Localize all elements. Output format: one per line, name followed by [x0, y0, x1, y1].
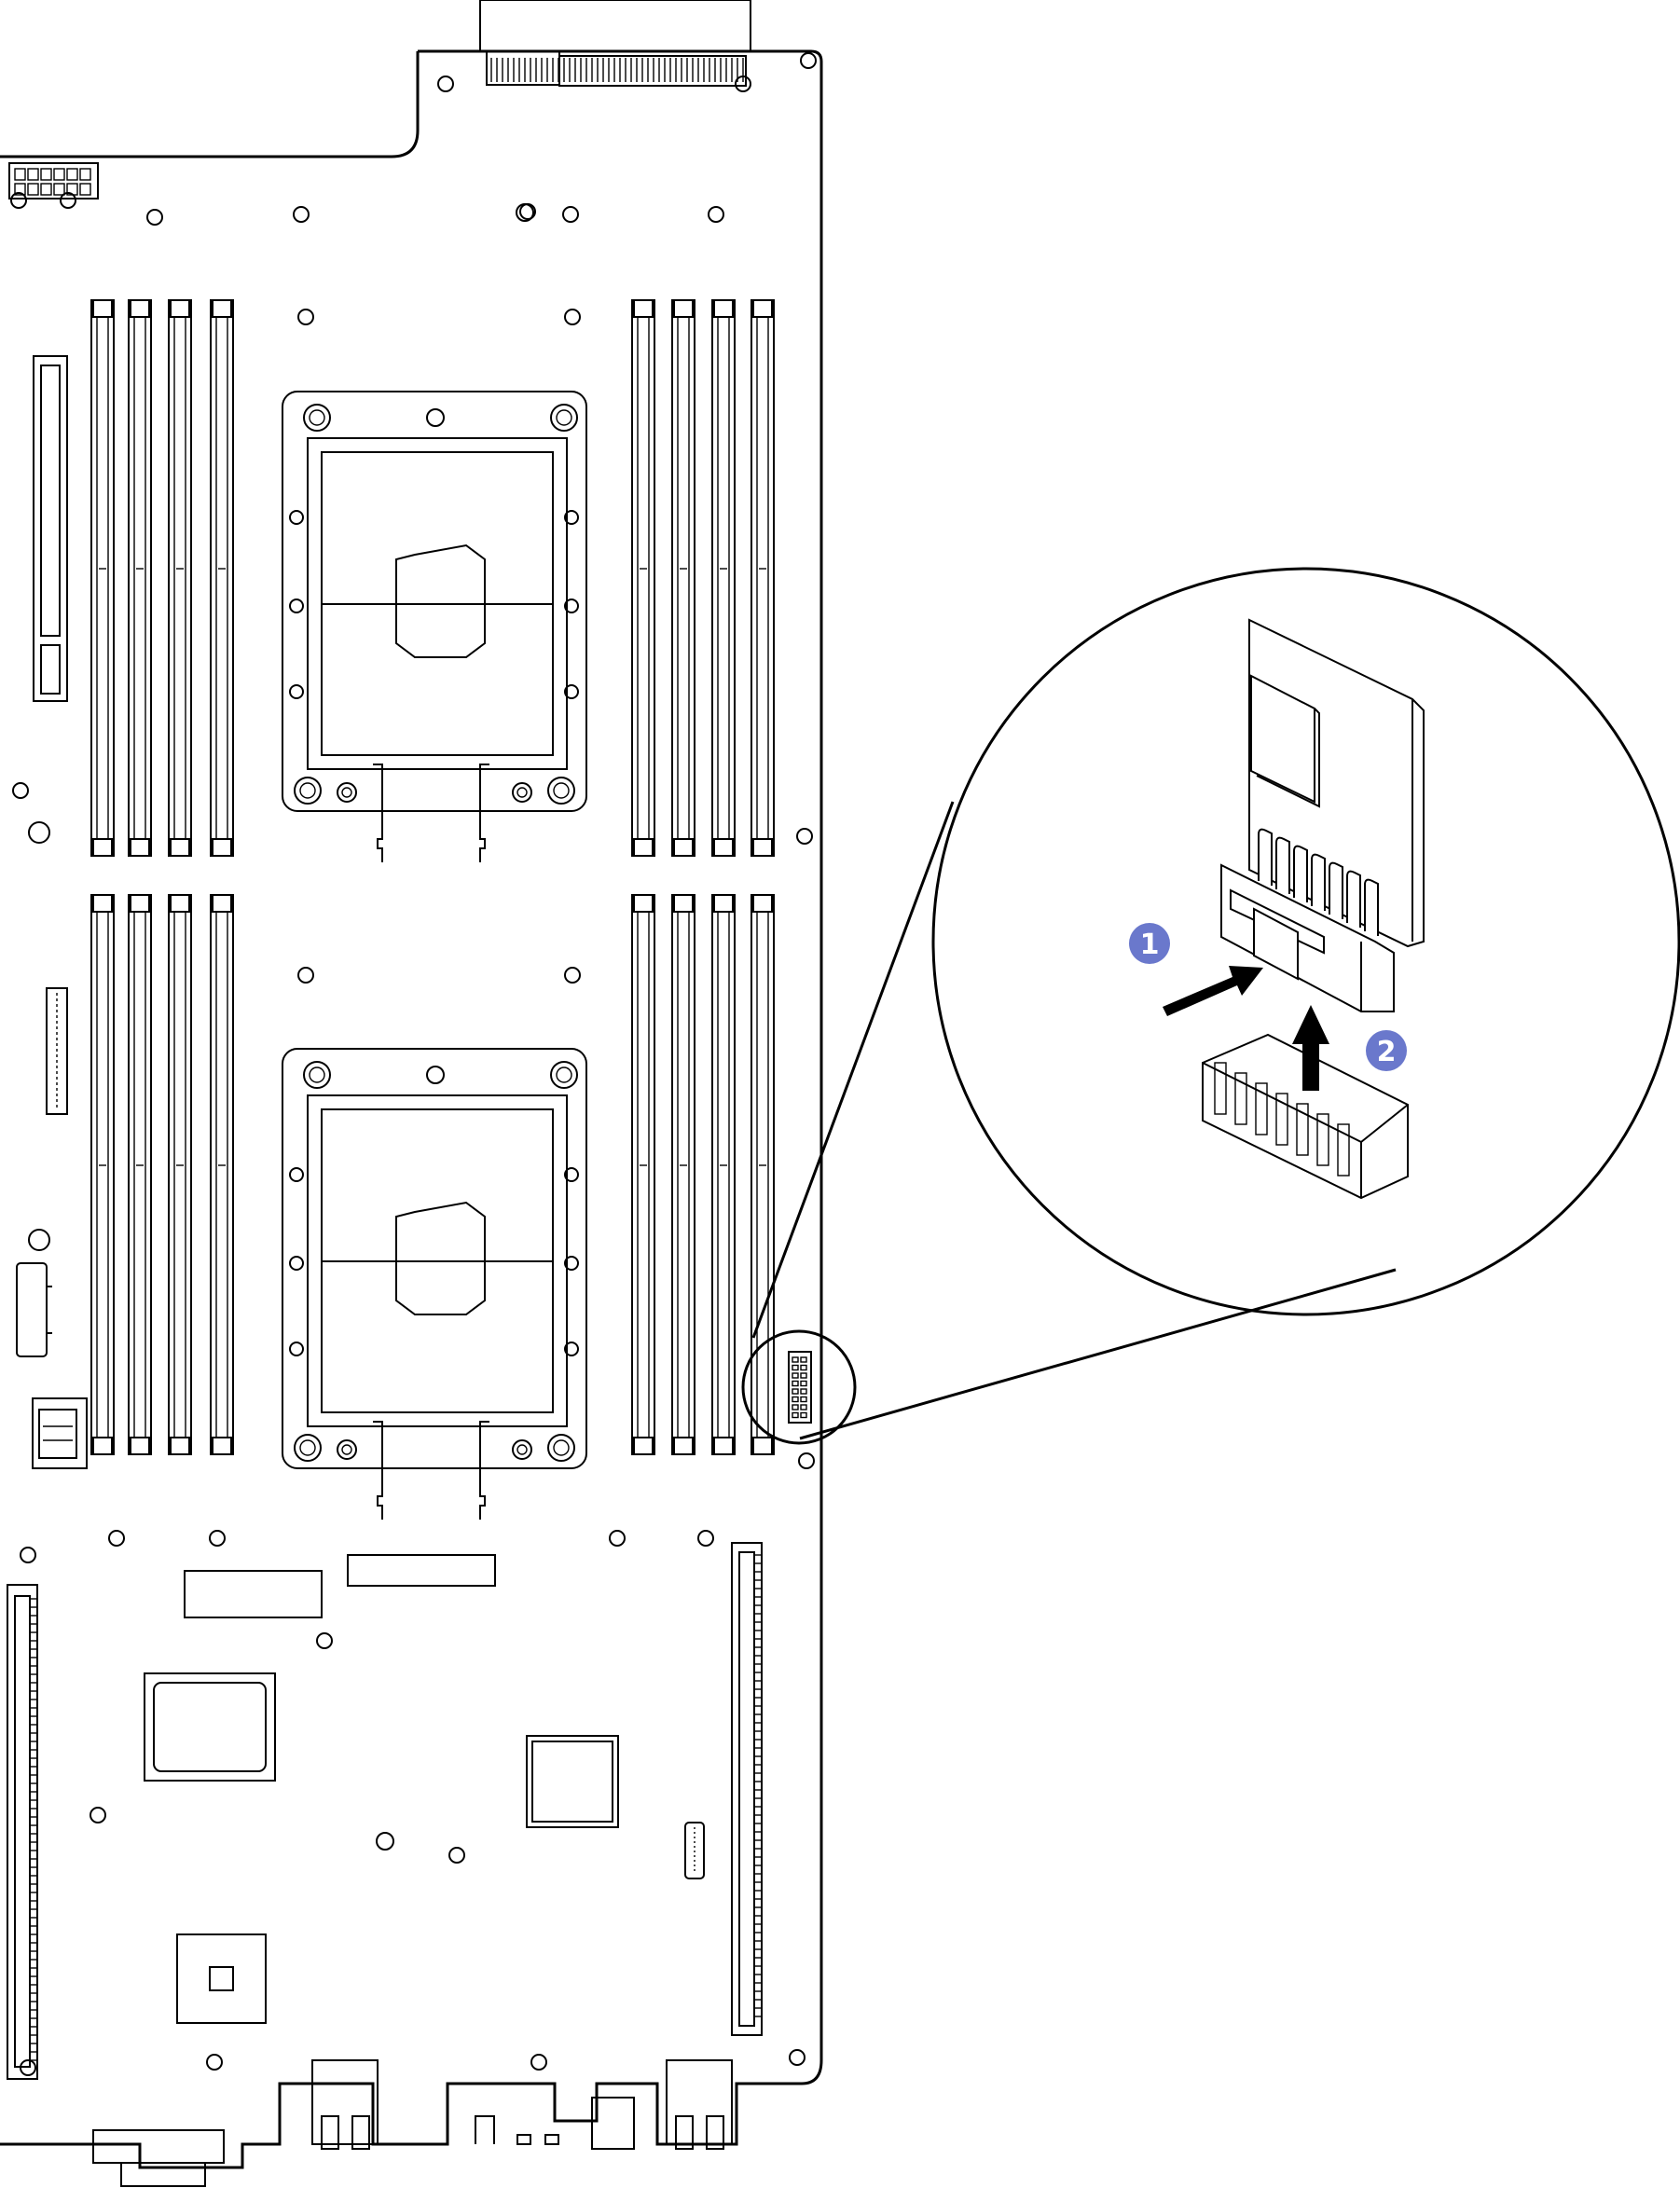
push-arrow — [1163, 966, 1263, 1016]
callout-2-label: 2 — [1377, 1036, 1397, 1068]
mounting-hole — [798, 1452, 815, 1469]
mounting-hole — [448, 1847, 465, 1864]
mounting-hole — [20, 1547, 36, 1563]
cable-board — [1248, 618, 1425, 948]
bmc-chip — [144, 1672, 276, 1782]
mounting-hole — [60, 192, 76, 209]
mounting-hole — [10, 192, 27, 209]
mounting-hole — [796, 828, 813, 845]
dimm-slot — [631, 894, 655, 1455]
callout-1-badge — [1129, 923, 1170, 964]
dimm-slot — [750, 299, 775, 857]
mounting-hole — [146, 209, 163, 226]
mounting-hole — [297, 967, 314, 984]
left-riser-slot — [33, 355, 68, 702]
mounting-hole — [564, 309, 581, 325]
callout-2: 2 — [1366, 1030, 1407, 1071]
dimm-slot — [631, 299, 655, 857]
mounting-hole — [800, 52, 817, 69]
mounting-hole — [316, 1632, 333, 1649]
dimm-slot — [671, 299, 695, 857]
zoom-detail-circle — [931, 567, 1680, 1316]
dimm-slot — [128, 894, 152, 1455]
small-chip — [176, 1933, 267, 2024]
mounting-hole — [697, 1530, 714, 1547]
mounting-hole — [609, 1530, 626, 1547]
bottom-right-pcie-slot — [731, 1542, 763, 2036]
mounting-hole — [20, 2059, 36, 2076]
dimm-slot — [671, 894, 695, 1455]
mounting-hole — [206, 2054, 223, 2071]
mounting-hole — [564, 967, 581, 984]
standoff — [376, 1832, 394, 1851]
standoff — [28, 1229, 50, 1251]
mounting-hole — [12, 782, 29, 799]
bottom-left-pcie-slot — [7, 1584, 38, 2080]
mini-connector — [684, 1822, 705, 1879]
mounting-hole — [293, 206, 310, 223]
mounting-hole — [437, 76, 454, 92]
rear-io-ports — [92, 2059, 733, 2187]
standoff — [28, 821, 50, 844]
cpu-socket — [282, 391, 587, 862]
callout-1: 1 — [1129, 923, 1170, 964]
callout-2-badge — [1366, 1030, 1407, 1071]
left-m2-connector — [32, 1397, 88, 1469]
pch-chip — [526, 1735, 619, 1828]
mounting-hole — [562, 206, 579, 223]
mounting-holes — [10, 52, 817, 2076]
dimm-slot — [128, 299, 152, 857]
top-edge-connector — [479, 0, 751, 87]
zoom-source-circle — [741, 1329, 857, 1445]
mounting-hole — [297, 309, 314, 325]
mounting-hole — [735, 76, 751, 92]
dimm-slot — [711, 894, 736, 1455]
mounting-hole — [90, 1807, 106, 1823]
mounting-hole — [108, 1530, 125, 1547]
dimm-slot — [711, 299, 736, 857]
cpu-sockets — [282, 391, 587, 1520]
dimm-slot — [210, 299, 234, 857]
label-area — [184, 1570, 323, 1618]
dimm-slots — [90, 299, 775, 1455]
dimm-slot — [210, 894, 234, 1455]
label-area — [347, 1554, 496, 1587]
callout-1-label: 1 — [1140, 929, 1160, 961]
mounting-hole — [209, 1530, 226, 1547]
left-sata-connector — [16, 1262, 52, 1357]
lift-arrow — [1292, 1005, 1329, 1091]
magnifier-callout — [741, 567, 1680, 1445]
left-ribbon-connector — [46, 987, 68, 1115]
dimm-slot — [90, 299, 115, 857]
dimm-slot — [90, 894, 115, 1455]
target-connector — [788, 1351, 812, 1424]
dimm-slot — [168, 299, 192, 857]
board-header — [1202, 1033, 1409, 1200]
mounting-hole — [708, 206, 724, 223]
system-board — [0, 49, 823, 2169]
cable-plug — [1220, 828, 1395, 1012]
power-connector — [8, 162, 99, 200]
dimm-slot — [168, 894, 192, 1455]
cpu-socket — [282, 1048, 587, 1520]
mounting-hole — [789, 2049, 806, 2066]
release-latch — [1253, 907, 1299, 981]
mounting-hole — [530, 2054, 547, 2071]
dimm-slot — [750, 894, 775, 1455]
